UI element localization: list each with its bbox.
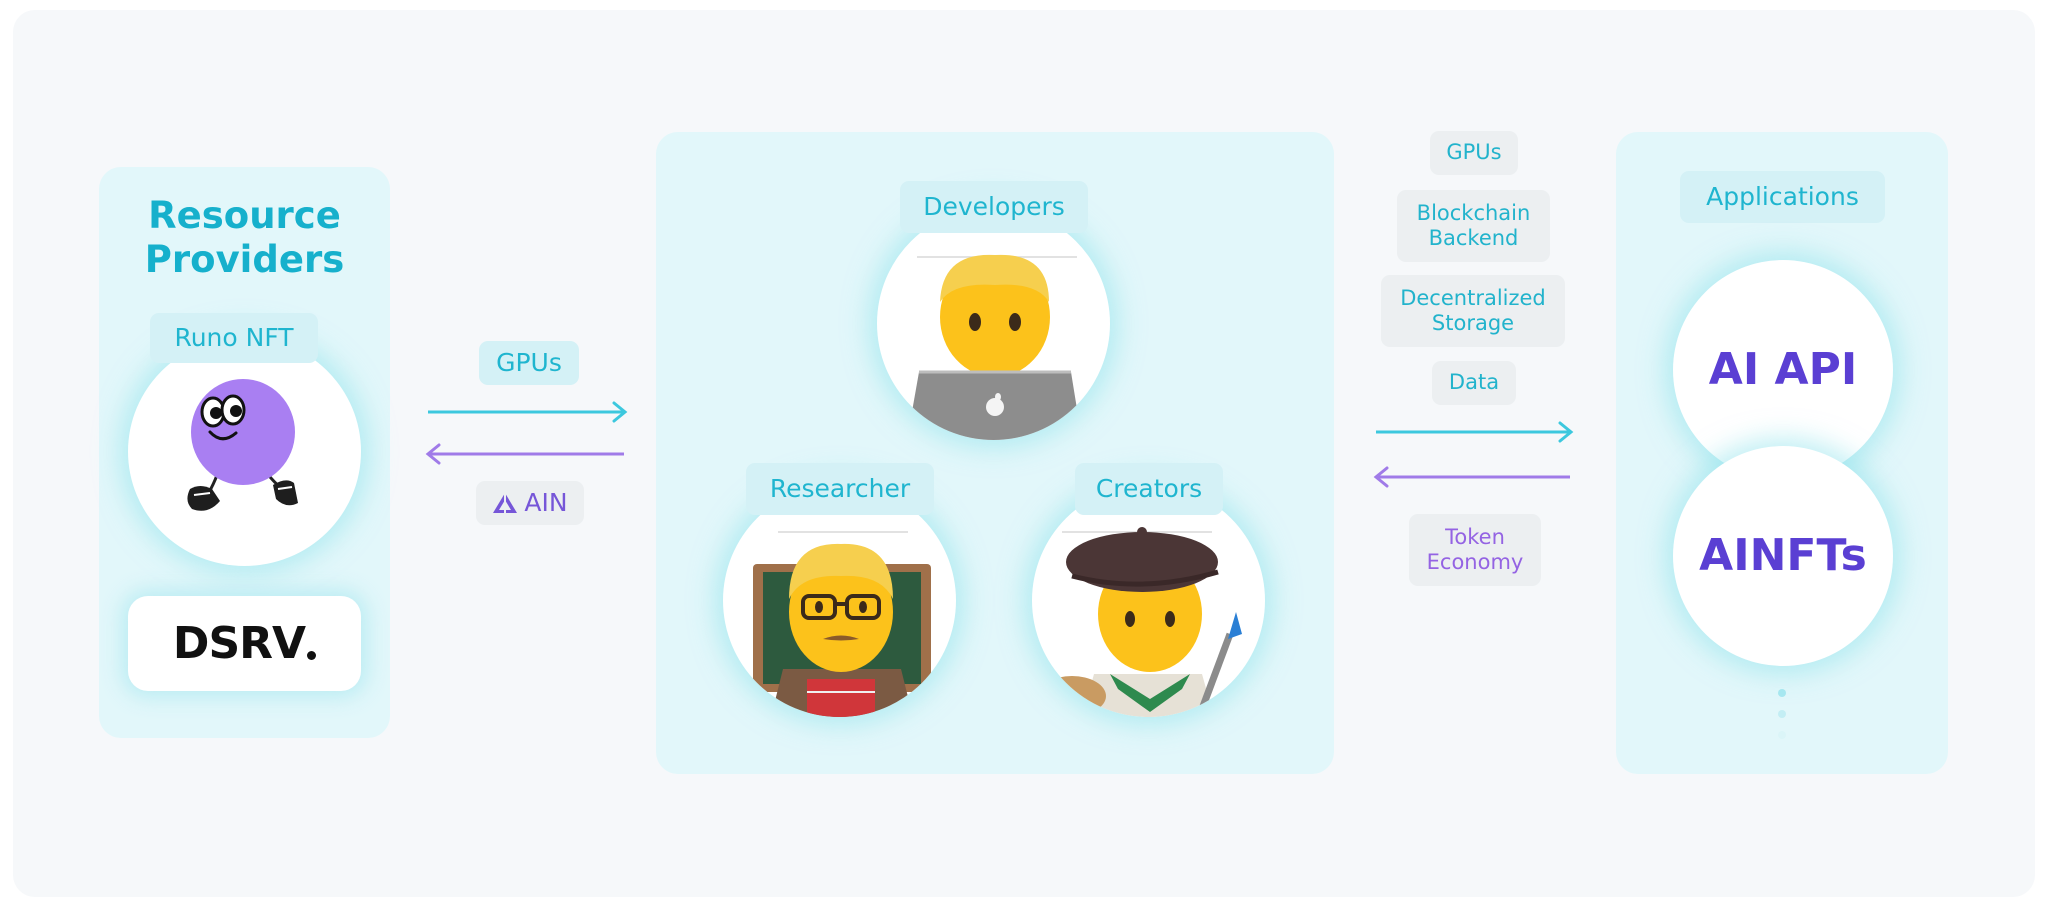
gpus-arrow-right-head — [612, 401, 628, 423]
ain-arrow-left-head — [425, 443, 441, 465]
technologist-emoji-icon — [905, 254, 1082, 440]
dsrv-card: DSRV — [128, 596, 361, 691]
resources-arrow-right-head — [1558, 421, 1574, 443]
applications-label: Applications — [1680, 171, 1885, 223]
flow-item-data: Data — [1432, 361, 1516, 405]
runo-nft-circle — [128, 337, 361, 566]
runo-character-icon — [187, 379, 298, 511]
ain-chip: AIN — [476, 481, 584, 525]
dsrv-logo: DSRV — [172, 618, 306, 669]
creators-circle — [1032, 484, 1265, 717]
flow-left-arrows — [425, 401, 628, 465]
dsrv-logo-dot — [307, 651, 317, 660]
teacher-emoji-icon — [753, 531, 931, 717]
ai-api-label: AI API — [1708, 344, 1858, 395]
creators-label: Creators — [1075, 463, 1223, 515]
researcher-label: Researcher — [746, 463, 934, 515]
flow-item-blockchain-backend: Blockchain Backend — [1397, 190, 1550, 262]
researcher-circle — [723, 484, 956, 717]
more-dots — [1778, 689, 1786, 739]
ainfts-label: AINFTs — [1699, 530, 1867, 581]
developers-circle — [877, 207, 1110, 440]
ainfts-circle: AINFTs — [1673, 446, 1893, 666]
title-line-1: Resource — [148, 194, 341, 237]
flow-item-decentralized-storage: Decentralized Storage — [1381, 275, 1565, 347]
ain-triangle-icon — [493, 493, 518, 513]
flow-right-arrows — [1373, 421, 1574, 488]
developers-label: Developers — [900, 181, 1088, 233]
gpus-left-label: GPUs — [479, 341, 579, 385]
token-arrow-left-head — [1373, 466, 1389, 488]
token-economy-chip: Token Economy — [1409, 514, 1541, 586]
ain-label: AIN — [524, 488, 568, 517]
resource-providers-title: Resource Providers — [99, 194, 390, 282]
title-line-2: Providers — [144, 238, 345, 281]
flow-item-gpus: GPUs — [1430, 131, 1518, 175]
artist-emoji-icon — [1038, 527, 1242, 717]
ai-api-circle: AI API — [1673, 260, 1893, 480]
runo-nft-label: Runo NFT — [150, 313, 318, 363]
